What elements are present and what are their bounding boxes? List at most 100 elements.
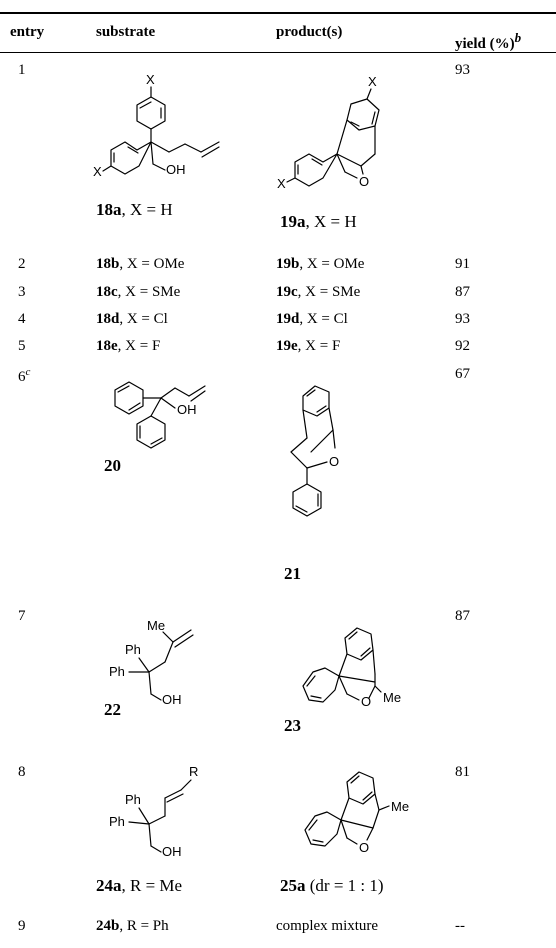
row-9-substrate-rest: , R = Ph (119, 918, 169, 934)
row-4-substrate-cpd: 18d (96, 311, 120, 327)
row-9-product: complex mixture (276, 918, 379, 934)
atom-label-ph: Ph (125, 792, 141, 807)
row-3-product-rest: , X = SMe (297, 284, 361, 300)
structure-22: Me Ph Ph OH (109, 618, 194, 707)
row-1-product-cpd: 19a (280, 212, 306, 231)
row-8-entry: 8 (18, 764, 26, 780)
structure-21: O (290, 385, 339, 517)
structure-25a: Me O (304, 771, 409, 855)
row-7-yield: 87 (455, 608, 470, 624)
header-yield: yield (%)b (455, 30, 521, 53)
row-2-substrate: 18b, X = OMe (96, 256, 184, 273)
atom-label-o: O (361, 694, 371, 709)
top-rule (0, 12, 556, 14)
row-1-yield: 93 (455, 62, 470, 78)
row-3-product-cpd: 19c (276, 284, 298, 300)
row-4-substrate: 18d, X = Cl (96, 311, 168, 328)
row-6-substrate-label: 20 (104, 456, 121, 475)
header-entry: entry (10, 24, 45, 40)
row-5-substrate-cpd: 18e (96, 338, 118, 354)
row-7-product-label: 23 (284, 716, 301, 735)
row-4-yield: 93 (455, 311, 470, 327)
row-7-entry: 7 (18, 608, 26, 624)
atom-label-x: X (368, 74, 377, 89)
atom-label-o: O (359, 174, 369, 189)
row-2-substrate-rest: , X = OMe (119, 256, 185, 272)
row-6-yield: 67 (455, 366, 470, 382)
row-8-product-label: 25a (dr = 1 : 1) (280, 876, 384, 896)
structure-19a: X O X (277, 74, 380, 191)
atom-label-oh: OH (177, 402, 197, 417)
row-8-substrate-label: 24a, R = Me (96, 876, 182, 896)
row-1-product-rest: , X = H (305, 212, 357, 231)
row-9-substrate-cpd: 24b (96, 918, 120, 934)
atom-label-oh: OH (162, 844, 182, 859)
structure-20: OH (114, 381, 206, 449)
row-4-product: 19d, X = Cl (276, 311, 348, 328)
row-5-substrate-rest: , X = F (117, 338, 161, 354)
row-1-product-label: 19a, X = H (280, 212, 357, 232)
row-6-entry-number: 6 (18, 369, 26, 385)
row-4-product-cpd: 19d (276, 311, 300, 327)
row-1-substrate-label: 18a, X = H (96, 200, 173, 220)
row-4-substrate-rest: , X = Cl (119, 311, 168, 327)
structure-23: O Me (302, 627, 401, 709)
row-5-entry: 5 (18, 338, 26, 354)
row-9-substrate: 24b, R = Ph (96, 918, 169, 935)
row-5-product-cpd: 19e (276, 338, 298, 354)
row-4-product-rest: , X = Cl (299, 311, 348, 327)
row-8-product-rest: (dr = 1 : 1) (305, 876, 384, 895)
header-substrate: substrate (96, 24, 156, 40)
atom-label-me: Me (383, 690, 401, 705)
row-5-substrate: 18e, X = F (96, 338, 160, 355)
row-2-substrate-cpd: 18b (96, 256, 120, 272)
row-1-substrate-cpd: 18a (96, 200, 122, 219)
row-4-entry: 4 (18, 311, 26, 327)
atom-label-oh: OH (162, 692, 182, 707)
row-3-substrate: 18c, X = SMe (96, 284, 180, 301)
row-2-product-rest: , X = OMe (299, 256, 365, 272)
row-5-yield: 92 (455, 338, 470, 354)
row-8-substrate-rest: , R = Me (121, 876, 183, 895)
atom-label-ph: Ph (109, 664, 125, 679)
structure-18a: X OH X (93, 72, 220, 179)
atom-label-ph: Ph (109, 814, 125, 829)
row-6-entry-sup: c (25, 366, 31, 378)
row-8-product-cpd: 25a (280, 876, 306, 895)
header-products: product(s) (276, 24, 343, 40)
header-rule (0, 52, 556, 53)
atom-label-r: R (189, 764, 198, 779)
row-2-product: 19b, X = OMe (276, 256, 364, 273)
row-8-yield: 81 (455, 764, 470, 780)
atom-label-x: X (277, 176, 286, 191)
structure-24a: R Ph Ph OH (109, 764, 198, 859)
row-3-yield: 87 (455, 284, 470, 300)
header-yield-sup: b (514, 30, 522, 45)
atom-label-me: Me (391, 799, 409, 814)
row-9-yield: -- (455, 918, 465, 934)
row-5-product: 19e, X = F (276, 338, 340, 355)
row-9-entry: 9 (18, 918, 26, 934)
row-3-entry: 3 (18, 284, 26, 300)
row-1-substrate-rest: , X = H (121, 200, 173, 219)
atom-label-o: O (329, 454, 339, 469)
atom-label-ph: Ph (125, 642, 141, 657)
row-3-substrate-cpd: 18c (96, 284, 118, 300)
row-2-entry: 2 (18, 256, 26, 272)
atom-label-me: Me (147, 618, 165, 633)
atom-label-x: X (93, 164, 102, 179)
atom-label-oh: OH (166, 162, 186, 177)
row-6-product-label: 21 (284, 564, 301, 583)
row-2-product-cpd: 19b (276, 256, 300, 272)
row-3-product: 19c, X = SMe (276, 284, 360, 301)
header-yield-text: yield (%) (455, 36, 515, 52)
row-8-substrate-cpd: 24a (96, 876, 122, 895)
atom-label-o: O (359, 840, 369, 855)
row-5-product-rest: , X = F (297, 338, 341, 354)
row-3-substrate-rest: , X = SMe (117, 284, 181, 300)
row-6-entry: 6c (18, 366, 30, 386)
row-2-yield: 91 (455, 256, 470, 272)
atom-label-x: X (146, 72, 155, 87)
row-7-substrate-label: 22 (104, 700, 121, 719)
row-1-entry: 1 (18, 62, 26, 78)
